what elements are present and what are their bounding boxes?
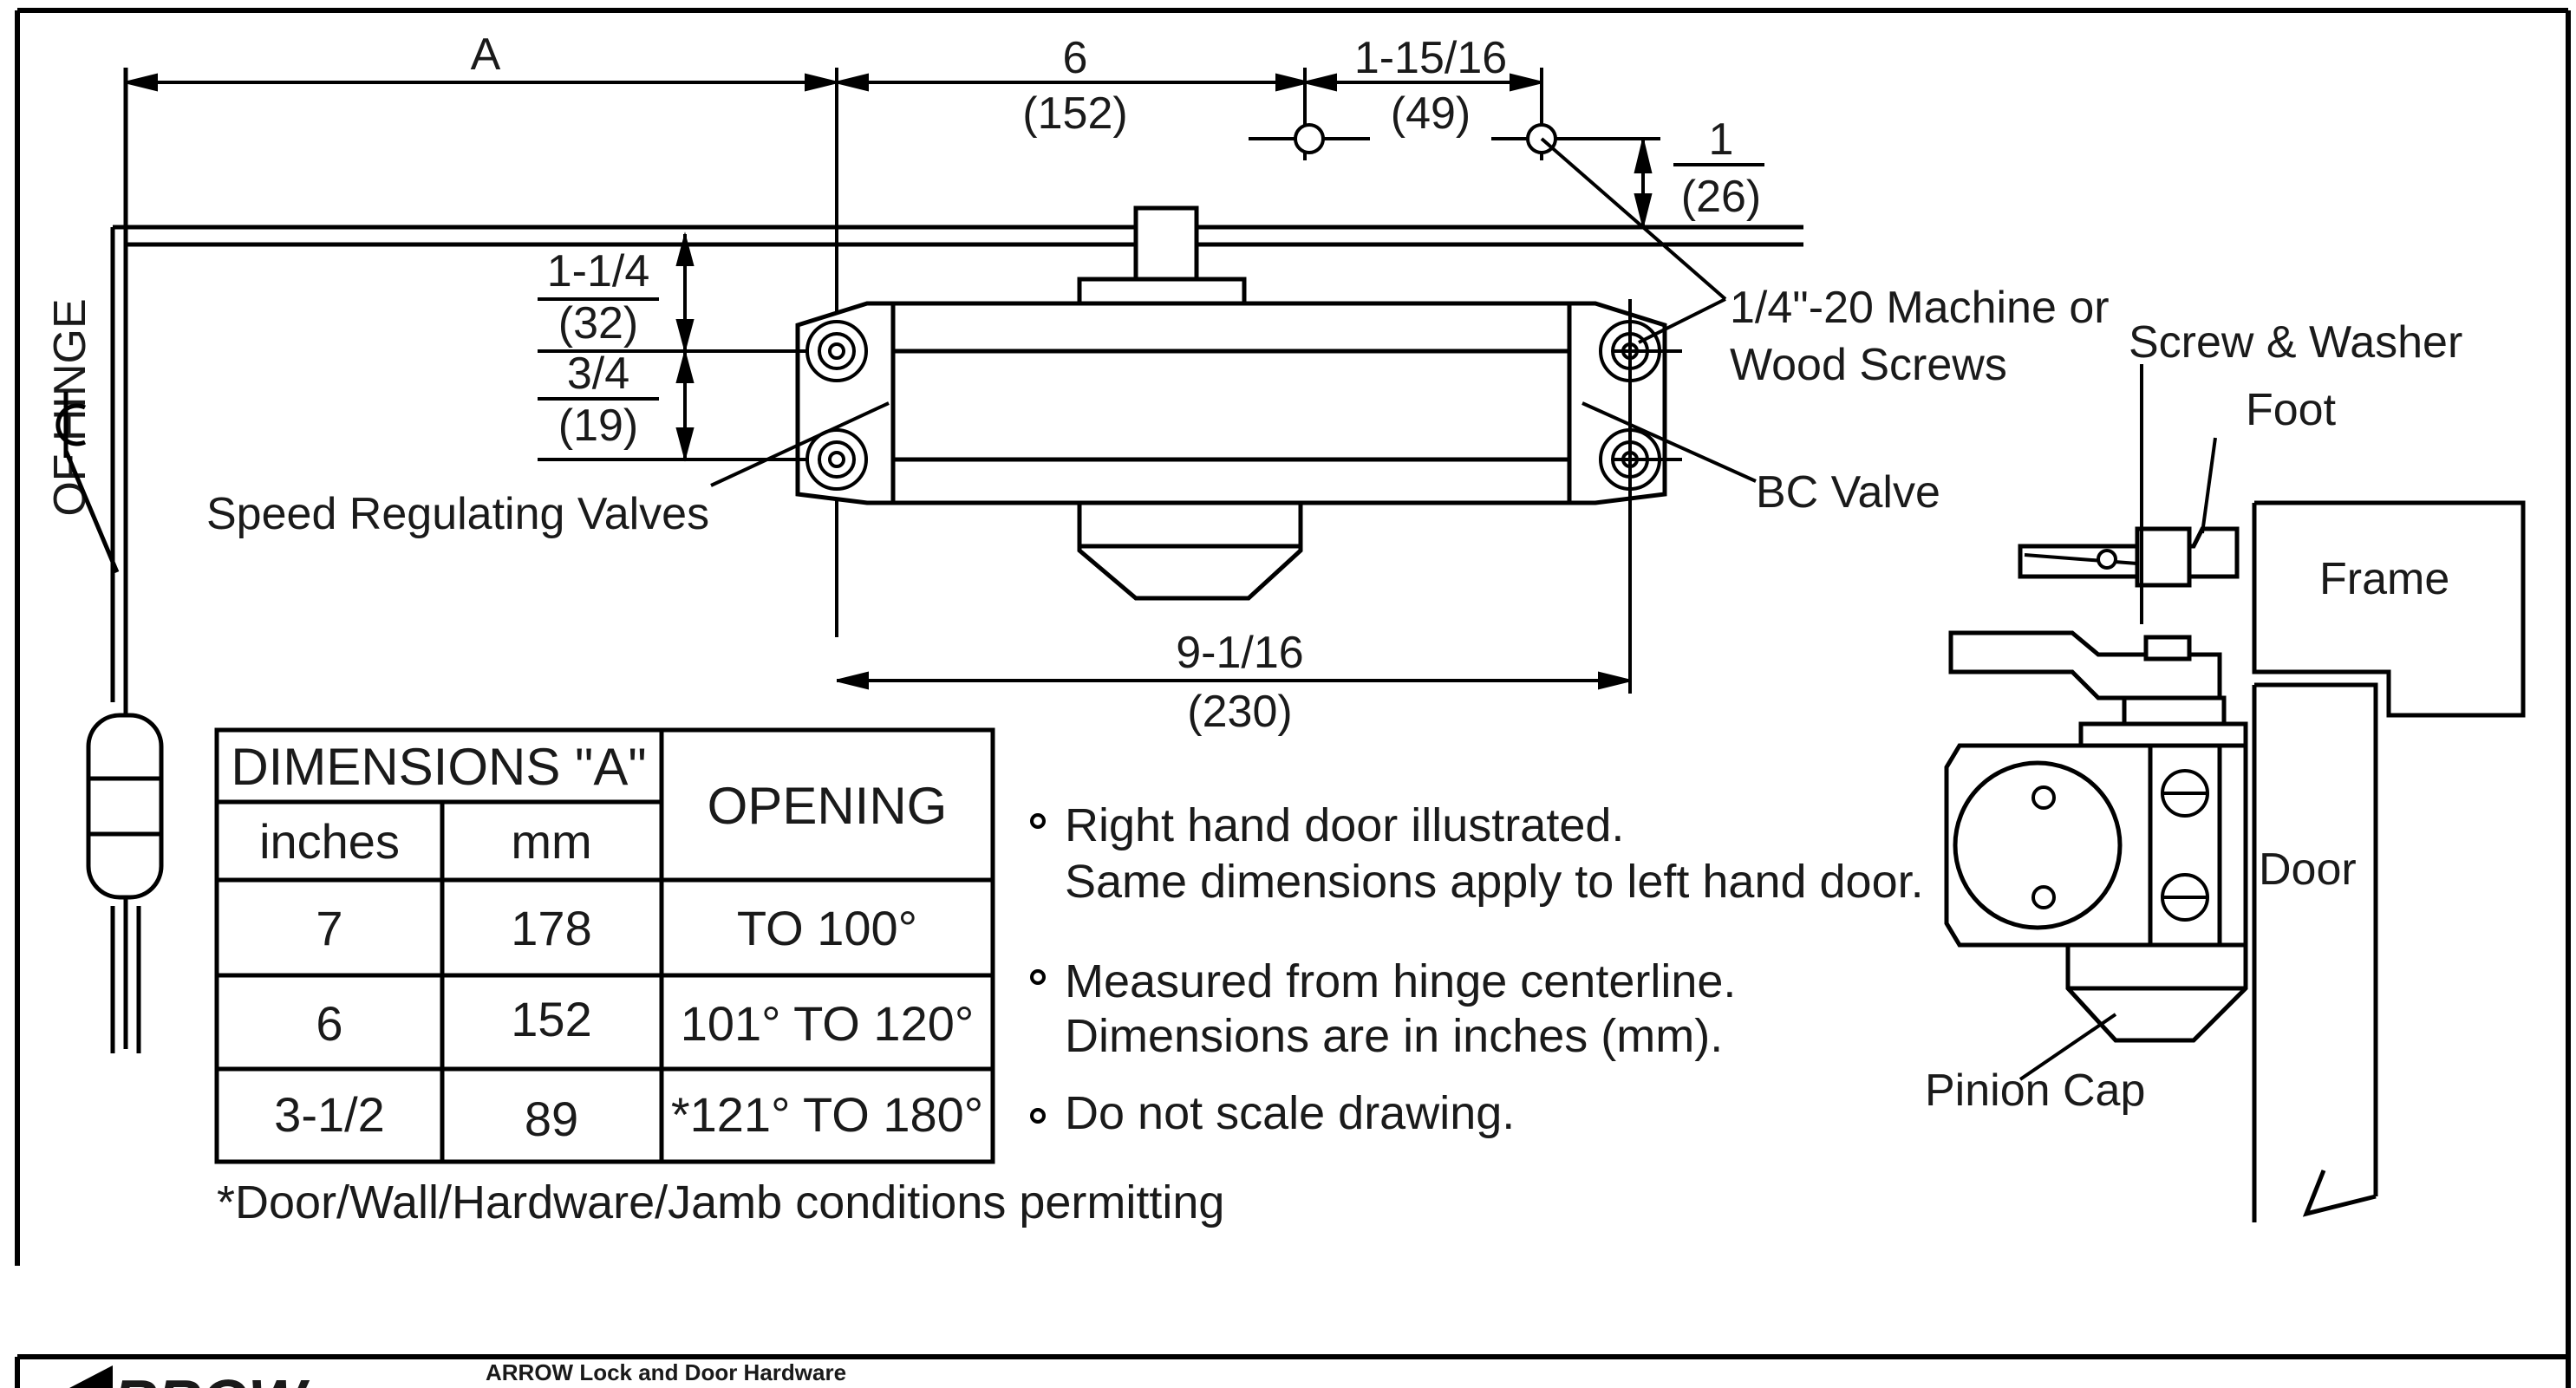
dim-a-label: A (471, 29, 501, 80)
speed-valves-label: Speed Regulating Valves (206, 489, 709, 539)
frame-label: Frame (2319, 554, 2449, 604)
table-cell: 6 (316, 996, 342, 1051)
dim-1-mm: (26) (1681, 172, 1761, 222)
hinge-barrel (86, 713, 164, 900)
foot-label: Foot (2246, 385, 2337, 435)
closer-extension-lines (538, 299, 1682, 694)
table-header-dimensions: DIMENSIONS "A" (231, 738, 646, 796)
dim-6-in: 6 (1063, 33, 1088, 83)
centerline-symbol (55, 392, 120, 573)
bottom-dimension (837, 671, 1630, 690)
dim-1-15-16-mm: (49) (1391, 88, 1471, 139)
dim-9-1-16-mm: (230) (1187, 687, 1292, 737)
table-header-inches: inches (259, 814, 400, 869)
table-cell: 7 (316, 901, 342, 955)
dim-3-4-in: 3/4 (567, 349, 629, 399)
table-header-opening: OPENING (708, 777, 948, 835)
table-cell: 3-1/2 (274, 1087, 385, 1142)
dim-9-1-16-in: 9-1/16 (1176, 628, 1303, 678)
dim-3-4-mm: (19) (558, 401, 638, 451)
dim-1-1-4-mm: (32) (558, 298, 638, 349)
door-label: Door (2259, 844, 2357, 895)
note-1-line1: Right hand door illustrated. (1065, 799, 1624, 851)
pinion-cap-label: Pinion Cap (1925, 1065, 2145, 1116)
table-cell: 101° TO 120° (681, 996, 975, 1051)
hinge-assembly (110, 68, 1803, 1053)
table-header-mm: mm (511, 814, 591, 869)
dimensions-table (214, 727, 995, 1164)
table-footnote: *Door/Wall/Hardware/Jamb conditions perm… (217, 1176, 1224, 1228)
note-2-line1: Measured from hinge centerline. (1065, 955, 1736, 1007)
door-closer-body (795, 205, 1667, 601)
screw-washer-label: Screw & Washer (2129, 317, 2462, 368)
screws-label-line1: 1/4"-20 Machine or (1730, 283, 2110, 333)
dim-1-in: 1 (1709, 114, 1734, 165)
note-1-line2: Same dimensions apply to left hand door. (1065, 856, 1924, 908)
screws-label-line2: Wood Screws (1730, 340, 2007, 390)
dimension-a (126, 73, 837, 92)
side-view-details (2018, 364, 2217, 1081)
footer-company: ARROW Lock and Door Hardware (486, 1359, 846, 1385)
table-cell: 152 (511, 992, 591, 1046)
note-3: Do not scale drawing. (1065, 1087, 1515, 1139)
dim-1-15-16-in: 1-15/16 (1354, 33, 1507, 83)
table-cell: TO 100° (737, 901, 917, 955)
arrow-logo-icon (69, 1365, 113, 1388)
table-cell: 178 (511, 901, 591, 955)
table-cell: *121° TO 180° (671, 1087, 983, 1142)
leader-lines (710, 137, 1757, 487)
dim-1-1-4-in: 1-1/4 (547, 246, 650, 296)
page-border (15, 8, 2571, 1388)
left-vertical-dimensions (675, 231, 695, 462)
dim-6-mm: (152) (1022, 88, 1127, 139)
note-bullets (1030, 813, 1046, 1124)
table-cell: 89 (525, 1092, 578, 1146)
bc-valve-label: BC Valve (1756, 467, 1940, 518)
closer-screw-heads (805, 320, 1661, 491)
note-2-line2: Dimensions are in inches (mm). (1065, 1010, 1723, 1062)
